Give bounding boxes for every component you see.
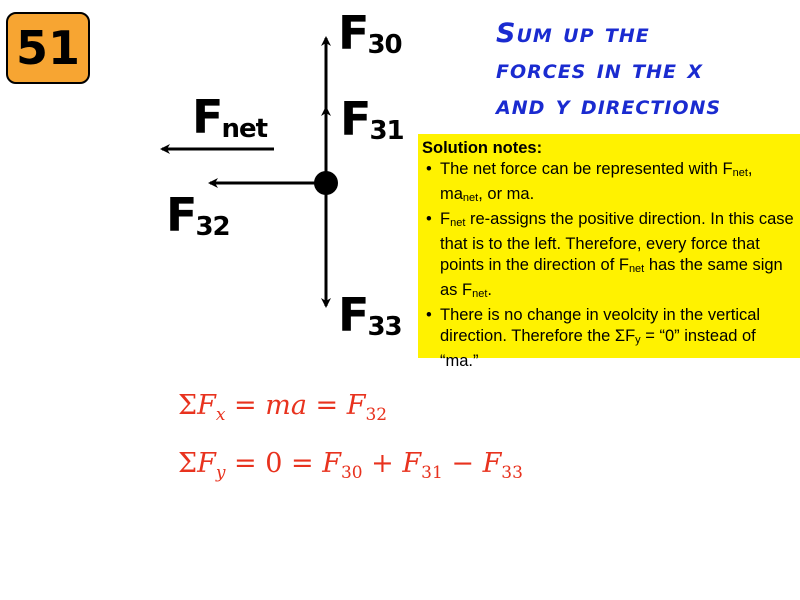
- heading-line-3: and y directions: [496, 90, 722, 121]
- object-dot: [314, 171, 338, 195]
- heading-line-2: forces in the x: [496, 54, 704, 85]
- label-fnet: Fnet: [192, 90, 268, 144]
- equation-sum-fy: ΣFy = 0 = F30 + F31 − F33: [178, 448, 523, 483]
- slide-number: 51: [15, 21, 80, 75]
- equation-sum-fx: ΣFx = ma = F32: [178, 390, 388, 425]
- label-f30: F30: [338, 6, 403, 60]
- notes-bullet-3: There is no change in veolcity in the ve…: [422, 305, 796, 372]
- label-f33: F33: [338, 288, 403, 342]
- slide-heading: Sum up the forces in the x and y directi…: [496, 16, 796, 124]
- slide-number-badge: 51: [6, 12, 90, 84]
- heading-line-1: Sum up the: [496, 18, 650, 49]
- notes-bullet-1: The net force can be represented with Fn…: [422, 159, 796, 209]
- label-f32: F32: [166, 188, 231, 242]
- notes-bullet-2: Fnet re-assigns the positive direction. …: [422, 209, 796, 305]
- label-f31: F31: [340, 92, 405, 146]
- solution-notes-box: Solution notes: The net force can be rep…: [418, 134, 800, 370]
- notes-title: Solution notes:: [422, 139, 543, 157]
